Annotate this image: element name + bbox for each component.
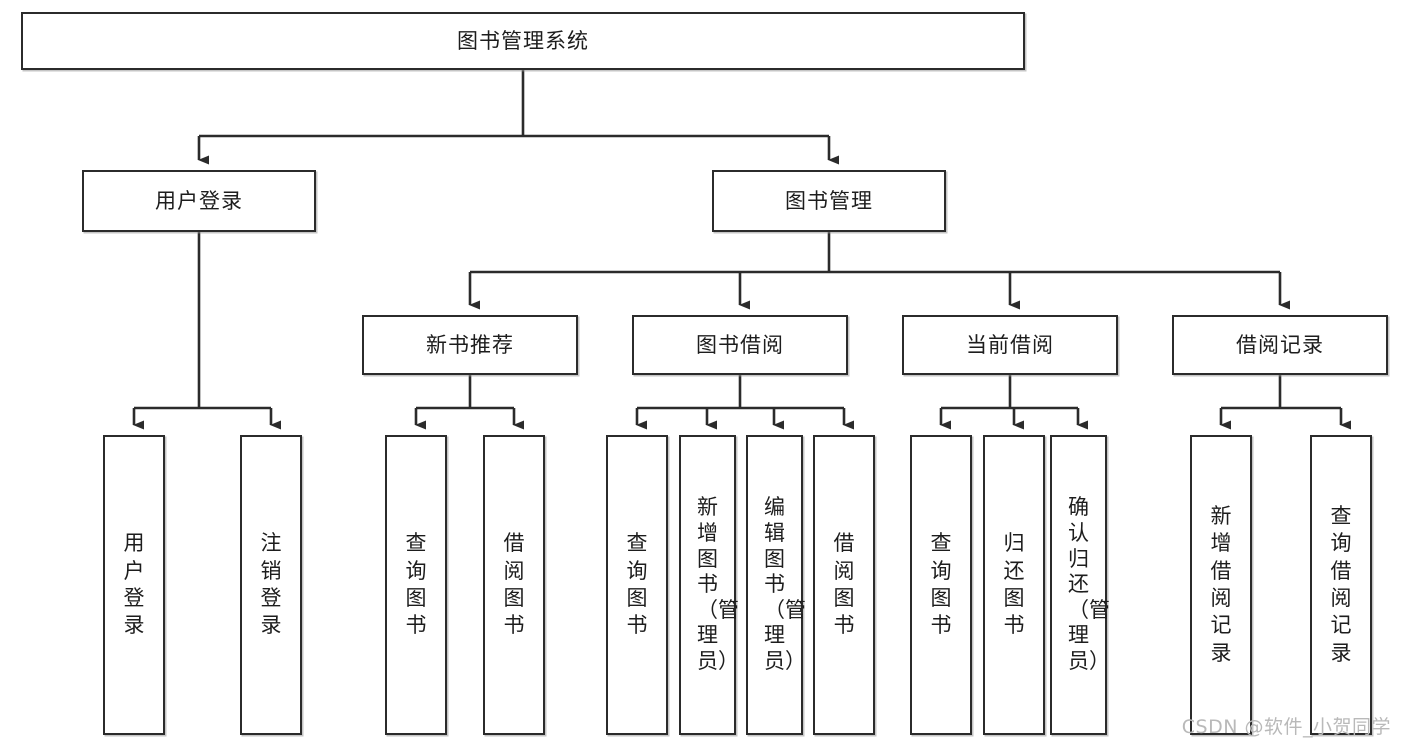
leaf-return-book-label: 归还图书 bbox=[1003, 531, 1025, 638]
leaf-add-book-admin-label: 新增图书（管理员） bbox=[697, 495, 739, 674]
leaf-edit-book-admin-label: 编辑图书（管理员） bbox=[764, 495, 806, 674]
leaf-user-login-label: 用户登录 bbox=[123, 531, 145, 638]
leaf-query-book-newbook[interactable]: 查询图书 bbox=[385, 435, 447, 735]
leaf-borrow-book-label: 借阅图书 bbox=[833, 531, 855, 638]
node-book-management-module[interactable]: 图书管理 bbox=[712, 170, 946, 232]
leaf-add-borrow-record-label: 新增借阅记录 bbox=[1210, 504, 1232, 665]
watermark-text: CSDN @软件_小贺同学 bbox=[1181, 716, 1391, 738]
node-current-borrow-label: 当前借阅 bbox=[966, 332, 1054, 357]
node-book-borrow[interactable]: 图书借阅 bbox=[632, 315, 848, 375]
leaf-confirm-return-admin[interactable]: 确认归还（管理员） bbox=[1050, 435, 1110, 735]
node-root-label: 图书管理系统 bbox=[457, 28, 589, 53]
leaf-query-book-current-label: 查询图书 bbox=[930, 531, 952, 638]
leaf-query-book-newbook-label: 查询图书 bbox=[405, 531, 427, 638]
leaf-borrow-book-newbook[interactable]: 借阅图书 bbox=[483, 435, 545, 735]
node-root[interactable]: 图书管理系统 bbox=[21, 12, 1025, 70]
node-book-borrow-label: 图书借阅 bbox=[696, 332, 784, 357]
node-book-management-module-label: 图书管理 bbox=[785, 188, 873, 213]
leaf-borrow-book-newbook-label: 借阅图书 bbox=[503, 531, 525, 638]
leaf-user-login[interactable]: 用户登录 bbox=[103, 435, 165, 735]
leaf-return-book[interactable]: 归还图书 bbox=[983, 435, 1045, 735]
node-user-login-module-label: 用户登录 bbox=[155, 188, 243, 213]
leaf-borrow-book[interactable]: 借阅图书 bbox=[813, 435, 875, 735]
leaf-add-book-admin[interactable]: 新增图书（管理员） bbox=[679, 435, 739, 735]
node-borrow-records[interactable]: 借阅记录 bbox=[1172, 315, 1388, 375]
node-borrow-records-label: 借阅记录 bbox=[1236, 332, 1324, 357]
leaf-add-borrow-record[interactable]: 新增借阅记录 bbox=[1190, 435, 1252, 735]
leaf-query-book-borrow[interactable]: 查询图书 bbox=[606, 435, 668, 735]
node-current-borrow[interactable]: 当前借阅 bbox=[902, 315, 1118, 375]
leaf-query-borrow-record[interactable]: 查询借阅记录 bbox=[1310, 435, 1372, 735]
leaf-query-book-borrow-label: 查询图书 bbox=[626, 531, 648, 638]
leaf-confirm-return-admin-label: 确认归还（管理员） bbox=[1068, 495, 1110, 674]
node-new-book-recommend[interactable]: 新书推荐 bbox=[362, 315, 578, 375]
node-user-login-module[interactable]: 用户登录 bbox=[82, 170, 316, 232]
leaf-edit-book-admin[interactable]: 编辑图书（管理员） bbox=[746, 435, 806, 735]
leaf-user-logout[interactable]: 注销登录 bbox=[240, 435, 302, 735]
leaf-user-logout-label: 注销登录 bbox=[260, 531, 282, 638]
node-new-book-recommend-label: 新书推荐 bbox=[426, 332, 514, 357]
leaf-query-book-current[interactable]: 查询图书 bbox=[910, 435, 972, 735]
leaf-query-borrow-record-label: 查询借阅记录 bbox=[1330, 504, 1352, 665]
